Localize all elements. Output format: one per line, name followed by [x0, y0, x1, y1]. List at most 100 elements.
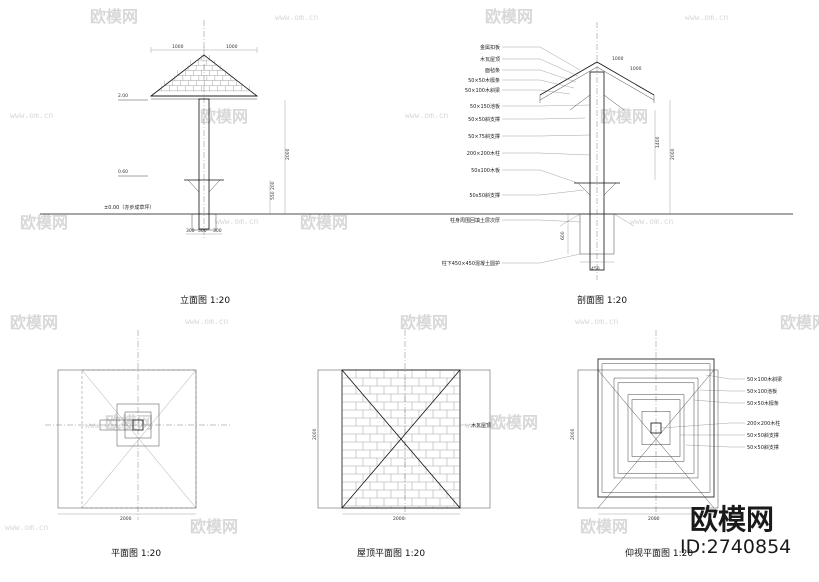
- section-bench-brace: [577, 182, 617, 196]
- svg-text:2000: 2000: [312, 428, 318, 440]
- section-leader: [502, 253, 581, 264]
- watermark-tile: 欧模网 www.om.cn 欧模网 www.om.cn www.om.cn 欧模…: [5, 7, 819, 536]
- ceiling-ring: [597, 358, 715, 498]
- level-ground: ±0.00（亦步成草坪）: [104, 204, 154, 211]
- section-label: 面毡条: [485, 67, 500, 74]
- ceiling-label: 200×200木柱: [747, 420, 780, 427]
- svg-text:www.om.cn: www.om.cn: [465, 421, 509, 430]
- elevation-view: 2.00 0.60 ±0.00（亦步成草坪） 1000 1000 2000 55…: [104, 20, 291, 306]
- section-label: 200×200木柱: [467, 150, 500, 157]
- section-leader: [502, 189, 585, 196]
- plan-roof-outline: [81, 369, 197, 509]
- section-leader: [502, 219, 581, 223]
- elevation-roof-shingles: [157, 55, 251, 92]
- section-leader: [502, 58, 579, 77]
- section-leader: [502, 134, 591, 137]
- ceiling-label: 50×50斜支撑: [747, 444, 779, 451]
- elevation-bench-brace: [187, 179, 221, 193]
- svg-text:1000: 1000: [172, 44, 184, 50]
- svg-text:www.om.cn: www.om.cn: [685, 13, 729, 22]
- level-bench: 0.60: [118, 169, 128, 175]
- plan-post: [132, 419, 144, 431]
- svg-text:www.om.cn: www.om.cn: [630, 217, 674, 226]
- section-label: 木瓦屋顶: [480, 56, 500, 63]
- section-leader: [502, 46, 581, 71]
- brand-overlay: 欧模网 ID:2740854: [680, 503, 791, 558]
- svg-text:300: 300: [213, 228, 222, 234]
- svg-text:550: 550: [270, 191, 276, 200]
- roof-plan-shingles: [342, 370, 460, 508]
- svg-text:www.om.cn: www.om.cn: [10, 111, 54, 120]
- section-label: 柱身周围回填土层次厚: [450, 217, 500, 224]
- plan-bench: [116, 403, 160, 447]
- svg-text:2000: 2000: [120, 516, 132, 522]
- roof-plan-hips: [341, 369, 461, 509]
- section-roof-under: [539, 66, 655, 101]
- section-leader: [502, 69, 577, 83]
- section-label: 50×50斜支撑: [468, 116, 500, 123]
- level-top: 2.00: [118, 93, 128, 99]
- section-dimensions: 2000 1400 1000 1000 600 450: [560, 56, 676, 272]
- section-label: 金属扣板: [480, 44, 500, 51]
- ceiling-label: 50×50木檩条: [747, 400, 779, 407]
- ceiling-ring: [627, 394, 685, 462]
- section-post: [589, 71, 605, 271]
- ceiling-ring: [613, 377, 699, 479]
- plan-title: 平面图 1:20: [111, 548, 161, 559]
- plan-outer-boundary: [57, 369, 197, 509]
- brand-logo: 欧模网: [690, 503, 774, 536]
- ceiling-label: 50×100池板: [747, 388, 777, 395]
- svg-text:欧模网: 欧模网: [300, 213, 348, 232]
- section-leader: [502, 79, 575, 89]
- ceiling-leader: [693, 399, 745, 404]
- section-label: 50x50斜支撑: [469, 192, 500, 199]
- svg-text:1400: 1400: [655, 136, 661, 148]
- svg-text:450: 450: [591, 266, 600, 272]
- section-leader: [502, 89, 571, 95]
- section-labels: 金属扣板木瓦屋顶面毡条50×50木檩条50×100木斜梁50×150池板50×5…: [442, 44, 591, 267]
- watermark-layer: 欧模网 www.om.cn 欧模网 www.om.cn www.om.cn 欧模…: [5, 7, 819, 536]
- svg-text:www.om.cn: www.om.cn: [575, 317, 619, 326]
- roof-plan-view: 木瓦屋顶 2000 2000 屋顶平面图 1:20: [312, 330, 491, 559]
- svg-text:2000: 2000: [648, 516, 660, 522]
- svg-text:欧模网: 欧模网: [190, 517, 238, 536]
- ceiling-label: 50×100木斜梁: [747, 376, 782, 383]
- svg-text:2000: 2000: [570, 428, 576, 440]
- svg-text:300: 300: [186, 228, 195, 234]
- roof-plan-label: 木瓦屋顶: [471, 422, 491, 429]
- ceiling-ring: [617, 382, 695, 474]
- ceiling-ring: [601, 363, 711, 493]
- svg-text:欧模网: 欧模网: [600, 107, 648, 126]
- ceiling-leader: [660, 422, 745, 429]
- roof-plan-title: 屋顶平面图 1:20: [357, 548, 425, 559]
- elevation-footing: [191, 213, 217, 231]
- ceiling-ring: [641, 411, 671, 445]
- section-label: 50×50木檩条: [468, 77, 500, 84]
- svg-text:1000: 1000: [630, 66, 642, 72]
- svg-text:欧模网: 欧模网: [580, 517, 628, 536]
- svg-text:欧模网: 欧模网: [200, 107, 248, 126]
- section-label: 柱下450×450混凝土圆护: [442, 260, 500, 267]
- brand-id: ID:2740854: [680, 536, 791, 558]
- elevation-dimensions: 1000 1000 2000 550 200 500 300 300: [150, 44, 291, 235]
- svg-text:欧模网: 欧模网: [490, 413, 538, 432]
- ceiling-plan-boundary: [577, 369, 719, 509]
- ceiling-label: 50×50斜支撑: [747, 432, 779, 439]
- section-label: 50×150池板: [470, 103, 500, 110]
- section-leader: [502, 169, 579, 184]
- section-leader: [502, 117, 586, 120]
- svg-text:www.om.cn: www.om.cn: [185, 317, 229, 326]
- section-roof-top: [539, 61, 655, 96]
- svg-text:欧模网: 欧模网: [105, 413, 153, 432]
- section-rafter-brace: [569, 94, 625, 111]
- section-label: 50x100木板: [471, 167, 500, 174]
- ceiling-leader: [685, 444, 745, 448]
- svg-text:欧模网: 欧模网: [90, 7, 138, 26]
- elevation-post: [198, 98, 210, 230]
- svg-text:欧模网: 欧模网: [400, 313, 448, 332]
- svg-text:www.om.cn: www.om.cn: [215, 217, 259, 226]
- svg-text:www.om.cn: www.om.cn: [405, 111, 449, 120]
- roof-plan-outline: [341, 369, 461, 509]
- ceiling-leader: [705, 374, 745, 380]
